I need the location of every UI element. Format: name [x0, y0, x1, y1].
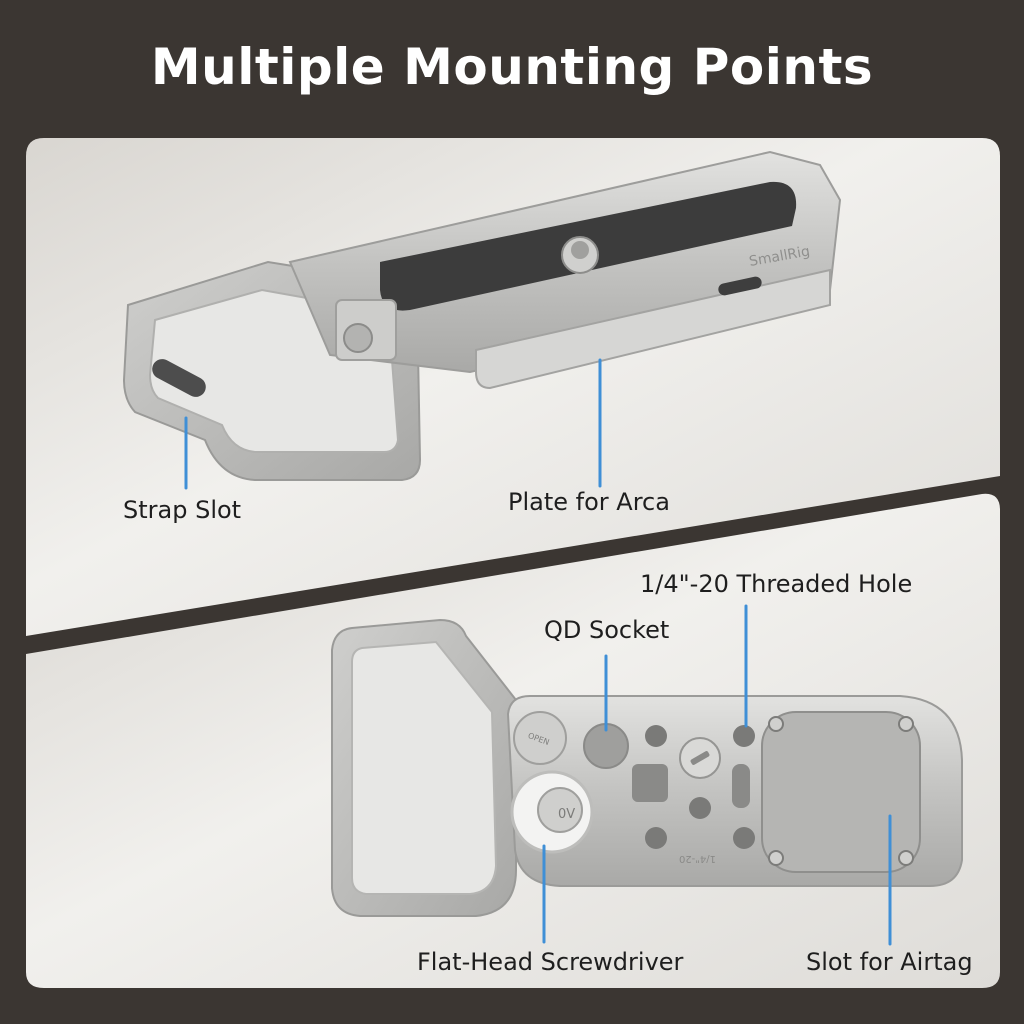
plate-for-arca-label: Plate for Arca — [508, 488, 670, 516]
bracket-bottom-view: OPEN 0V 1/4"-20 — [331, 618, 963, 917]
bracket-top-view: SmallRig — [122, 150, 842, 481]
threaded-hole-label: 1/4"-20 Threaded Hole — [640, 570, 913, 598]
strap-slot-hole — [152, 359, 206, 397]
screwdriver-engraving: 0V — [558, 807, 575, 822]
slot-for-airtag-label: Slot for Airtag — [806, 948, 973, 976]
threaded-hole — [733, 725, 755, 747]
strap-slot-label: Strap Slot — [123, 496, 242, 524]
flat-head-screwdriver-label: Flat-Head Screwdriver — [417, 948, 684, 976]
qd-socket-label: QD Socket — [544, 616, 670, 644]
airtag-cover — [761, 711, 921, 873]
thread-engraving: 1/4"-20 — [679, 853, 716, 864]
page-title: Multiple Mounting Points — [150, 38, 874, 96]
arca-plate — [475, 268, 831, 390]
